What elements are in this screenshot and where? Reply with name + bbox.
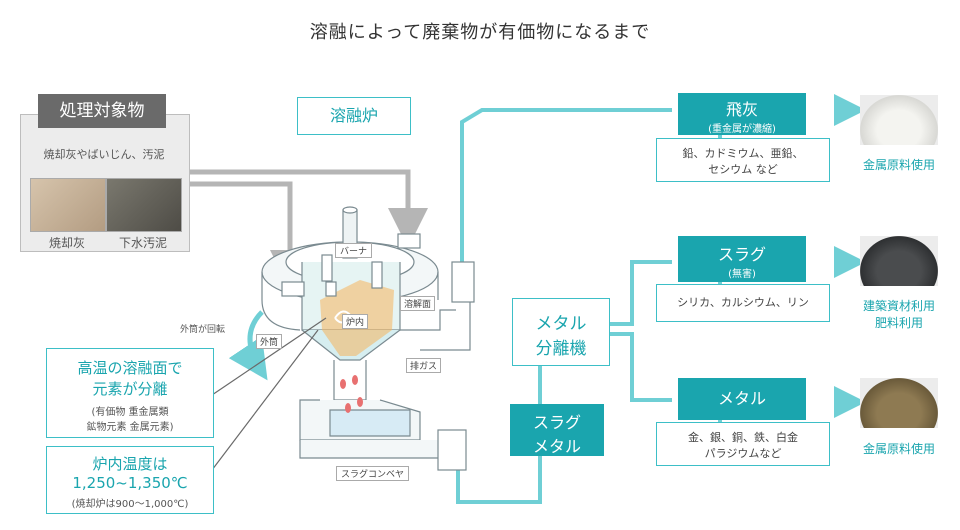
page-title: 溶融によって廃棄物が有価物になるまで (309, 22, 651, 43)
outer-rotation-label: 外筒が回転 (180, 325, 226, 335)
fly-ash-contents-1: 鉛、カドミウム、亜鉛、 (682, 147, 804, 160)
sewage-sludge-photo (106, 178, 182, 232)
separation-line1: 高温の溶融面で (77, 359, 183, 377)
melting-furnace-label: 溶融炉 (297, 97, 411, 135)
metal-product-photo (860, 378, 938, 428)
incineration-ash-label: 焼却灰 (48, 236, 85, 250)
fly-ash-box: 飛灰 (重金属が濃縮) (678, 93, 806, 135)
slag-use-2: 肥料利用 (874, 316, 923, 330)
inner-furnace-label: 炉内 (342, 314, 369, 329)
incineration-ash-photo (30, 178, 106, 232)
target-materials-heading: 処理対象物 (38, 94, 166, 128)
molten-drops (340, 375, 363, 413)
temperature-line1: 炉内温度は (92, 455, 168, 473)
furnace-illustration (261, 206, 475, 471)
output-flow-lines (456, 94, 866, 504)
info-pointer-lines (211, 317, 327, 471)
sewage-sludge-label: 下水汚泥 (118, 236, 167, 250)
exhaust-gas-label: 排ガス (406, 358, 442, 373)
separation-line2: 元素が分離 (92, 380, 168, 398)
slag-metal-line1: スラグ (532, 413, 581, 432)
target-materials-subtitle: 焼却灰やばいじん、汚泥 (43, 148, 165, 161)
input-flow-lines (188, 169, 428, 290)
metal-use: 金属原料使用 (862, 442, 935, 456)
slag-box: スラグ (無害) (678, 236, 806, 282)
fly-ash-contents: 鉛、カドミウム、亜鉛、 セシウム など (656, 138, 830, 182)
separator-line1: メタル (535, 314, 587, 334)
metal-contents: 金、銀、銅、鉄、白金 パラジウムなど (656, 422, 830, 466)
fly-ash-use: 金属原料使用 (862, 158, 935, 172)
temperature-line3: (焼却炉は900～1,000℃) (71, 499, 189, 510)
melting-surface-label: 溶解面 (400, 296, 436, 311)
furnace-temperature-info: 炉内温度は 1,250~1,350℃ (焼却炉は900～1,000℃) (46, 446, 214, 514)
fly-ash-name: 飛灰 (725, 100, 758, 119)
element-separation-info: 高温の溶融面で 元素が分離 (有価物 重金属類 鉱物元素 金属元素) (46, 348, 214, 438)
metal-box: メタル (678, 378, 806, 420)
metal-name: メタル (717, 389, 766, 408)
metal-separator-box: メタル 分離機 (512, 298, 610, 366)
rotation-arrow (228, 310, 268, 381)
fly-ash-product-photo (860, 95, 938, 145)
slag-conveyor-label: スラグコンベヤ (336, 466, 410, 481)
metal-contents-1: 金、銀、銅、鉄、白金 (688, 431, 798, 444)
slag-contents-1: シリカ、カルシウム、リン (677, 296, 809, 309)
slag-sub: (無害) (728, 269, 756, 280)
metal-contents-2: パラジウムなど (704, 447, 782, 460)
slag-metal-line2: メタル (532, 437, 581, 456)
temperature-line2: 1,250~1,350℃ (72, 474, 188, 492)
slag-use-1: 建築資材利用 (862, 299, 935, 313)
slag-contents: シリカ、カルシウム、リン (656, 284, 830, 322)
fly-ash-contents-2: セシウム など (708, 163, 778, 176)
separation-line4: 鉱物元素 金属元素) (86, 422, 174, 433)
fly-ash-sub: (重金属が濃縮) (708, 124, 776, 135)
slag-name: スラグ (717, 245, 766, 264)
separation-line3: (有価物 重金属類 (91, 407, 169, 418)
burner-label: バーナ (335, 243, 373, 258)
slag-metal-box: スラグ メタル (510, 404, 604, 456)
slag-product-photo (860, 236, 938, 286)
separator-line2: 分離機 (535, 339, 587, 359)
outer-cylinder-label: 外筒 (256, 334, 283, 349)
